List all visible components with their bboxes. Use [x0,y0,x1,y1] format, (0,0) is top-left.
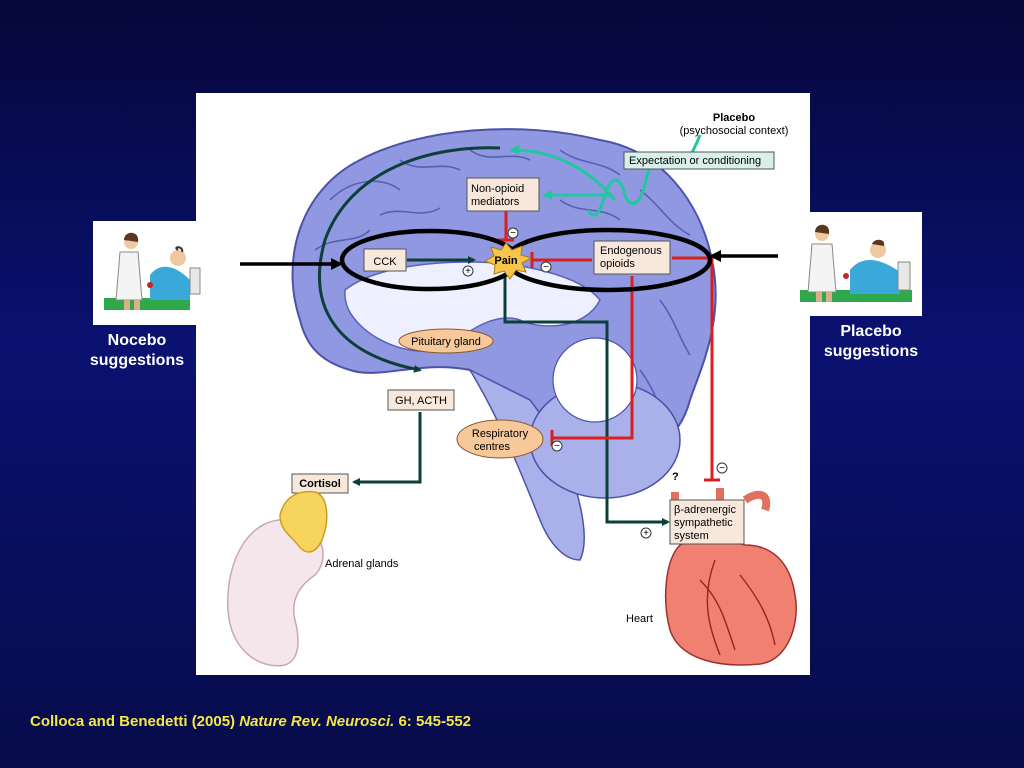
citation-journal: Nature Rev. Neurosci. [239,713,395,730]
placebo-scene [800,224,912,302]
nonopioid-label-2: mediators [471,196,520,208]
pituitary-label: Pituitary gland [411,336,481,348]
cortisol-label: Cortisol [299,478,341,490]
svg-text:+: + [643,528,649,539]
kidney-shape [227,519,324,667]
nocebo-scene [104,232,201,310]
citation: Colloca and Benedetti (2005) Nature Rev.… [30,713,471,730]
respiratory-oval [456,419,544,459]
gh-acth-label: GH, ACTH [395,395,447,407]
question-mark: ? [672,471,679,483]
adrenal-label: Adrenal glands [325,558,399,570]
placebo-label: Placebo suggestions [818,322,924,362]
pituitary-oval [398,328,494,354]
nonopioid-label-1: Non-opioid [471,183,524,195]
brain-inner [344,261,601,352]
svg-text:−: − [543,262,549,273]
beta-label-3: system [674,530,709,542]
cck-label: CCK [373,256,397,268]
gh-acth-box [387,389,455,411]
placebo-title: Placebo [713,112,755,124]
endogenous-label-1: Endogenous [600,245,662,257]
svg-text:−: − [719,463,725,474]
pain-burst [483,242,533,280]
beta-label-1: β-adrenergic [674,504,736,516]
endogenous-box [593,240,671,275]
pain-to-heart-arrow [503,275,670,526]
cortisol-box [291,473,349,494]
expectation-box [623,151,775,170]
nonopioid-box [466,177,540,212]
svg-text:−: − [510,228,516,239]
pain-label: Pain [494,255,518,267]
heart-label: Heart [626,613,653,625]
brain-gyri [314,149,691,426]
cck-box [363,248,407,272]
respiratory-label-1: Respiratory [472,428,529,440]
placebo-label-line2: suggestions [823,343,919,360]
adrenal-shape [279,490,328,553]
respiratory-label-2: centres [474,441,511,453]
nocebo-arc-arrow [318,146,501,373]
nocebo-label-line2: suggestions [89,352,185,369]
expectation-label: Expectation or conditioning [629,155,761,167]
citation-ref: 6: 545-552 [398,713,472,730]
expectation-arrow-up [509,145,617,201]
beta-box [669,499,745,545]
cerebellum-core [552,337,638,423]
acth-to-cortisol-arrow [352,412,422,486]
placebo-subtitle: (psychosocial context) [680,125,789,137]
beta-label-2: sympathetic [674,517,733,529]
nocebo-label-line1: Nocebo [107,332,167,349]
svg-text:+: + [465,266,471,277]
sign-markers: − + − − − + [462,227,728,539]
heart-shape [664,538,797,666]
citation-authors: Colloca and Benedetti (2005) [30,713,236,730]
nocebo-label: Nocebo suggestions [84,331,190,371]
heart-arteries [699,559,776,656]
placebo-label-line1: Placebo [840,323,902,340]
svg-text:−: − [554,441,560,452]
endogenous-label-2: opioids [600,258,635,270]
